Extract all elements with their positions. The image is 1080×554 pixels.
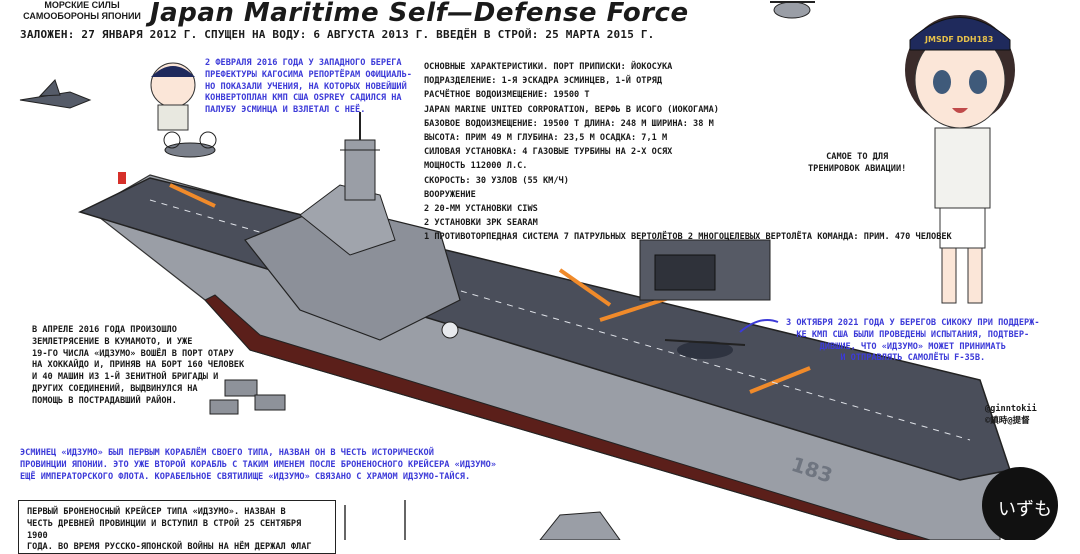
f35-note-line: ДИВШИЕ, ЧТО «ИДЗУМО» МОЖЕТ ПРИНИМАТЬ <box>819 341 1006 352</box>
aviation-note: САМОЕ ТО ДЛЯ ТРЕНИРОВОК АВИАЦИИ! <box>808 152 906 176</box>
osprey-note-line: КОНВЕРТОПЛАН КМП США OSPREY САДИЛСЯ НА <box>205 93 402 104</box>
name-origin-line: ЭСМИНЕЦ «ИДЗУМО» БЫЛ ПЕРВЫМ КОРАБЛЁМ СВО… <box>20 448 434 458</box>
spec-line: БАЗОВОЕ ВОДОИЗМЕЩЕНИЕ: 19500 Т ДЛИНА: 24… <box>424 118 714 129</box>
earthquake-note-line: ДРУГИХ СОЕДИНЕНИЙ, ВЫДВИНУЛСЯ НА <box>32 383 198 394</box>
ship-illustration: 183 いずも <box>19 1 1058 540</box>
aviation-note-line: ТРЕНИРОВОК АВИАЦИИ! <box>808 163 907 174</box>
spec-line: РАСЧЁТНОЕ ВОДОИЗМЕЩЕНИЕ: 19500 Т <box>424 90 590 101</box>
uniform <box>934 127 991 209</box>
osprey-note-line: 2 ФЕВРАЛЯ 2016 ГОДА У ЗАПАДНОГО БЕРЕГА <box>205 58 402 68</box>
flag <box>118 172 126 184</box>
small-ship-icon <box>539 511 621 540</box>
cap-text: JMSDF DDH183 <box>924 35 993 44</box>
earthquake-note-line: В АПРЕЛЕ 2016 ГОДА ПРОИЗОШЛО <box>32 325 177 335</box>
credits: @ginntokii ©鎮時@提督 <box>985 404 1037 428</box>
seal-text: いずも <box>998 499 1052 520</box>
osprey-note-line: ПРЕФЕКТУРЫ КАГОСИМА РЕПОРТЁРАМ ОФИЦИАЛЬ- <box>205 69 412 80</box>
spec-line: ПОДРАЗДЕЛЕНИЕ: 1-Я ЭСКАДРА ЭСМИНЦЕВ, 1-Й… <box>424 76 662 87</box>
f35-note-line: И ОТПРАВЛЯТЬ САМОЛЁТЫ F-35B. <box>840 353 986 364</box>
credit-jp: ©鎮時@提督 <box>985 415 1030 426</box>
spec-line: ОСНОВНЫЕ ХАРАКТЕРИСТИКИ. ПОРТ ПРИПИСКИ: … <box>424 62 673 72</box>
helicopter-on-deck <box>664 339 746 359</box>
name-origin-note: ЭСМИНЕЦ «ИДЗУМО» БЫЛ ПЕРВЫМ КОРАБЛЁМ СВО… <box>20 448 496 483</box>
f35-aircraft <box>19 79 92 109</box>
earthquake-note-line: 19-ГО ЧИСЛА «ИДЗУМО» ВОШЁЛ В ПОРТ ОТАРУ <box>32 348 234 359</box>
spec-line: 2 20-ММ УСТАНОВКИ CIWS <box>424 204 538 215</box>
header-subtitle-line1: МОРСКИЕ СИЛЫ <box>44 0 120 10</box>
earthquake-note-line: ПОМОЩЬ В ПОСТРАДАВШИЙ РАЙОН. <box>32 395 177 406</box>
spec-line: СИЛОВАЯ УСТАНОВКА: 4 ГАЗОВЫЕ ТУРБИНЫ НА … <box>424 147 673 158</box>
earthquake-note-line: И 40 МАШИН ИЗ 1-Й ЗЕНИТНОЙ БРИГАДЫ И <box>32 372 219 383</box>
annotation-arrow <box>739 319 779 333</box>
name-origin-line: ЕЩЁ ИМПЕРАТОРСКОГО ФЛОТА. КОРАБЕЛЬНОЕ СВ… <box>20 471 471 482</box>
cruiser-note-line: ЧЕСТЬ ДРЕВНЕЙ ПРОВИНЦИИ И ВСТУПИЛ В СТРО… <box>27 518 302 541</box>
osprey-note: 2 ФЕВРАЛЯ 2016 ГОДА У ЗАПАДНОГО БЕРЕГА П… <box>205 58 412 117</box>
ship-specs: ОСНОВНЫЕ ХАРАКТЕРИСТИКИ. ПОРТ ПРИПИСКИ: … <box>424 60 952 245</box>
spec-line: JAPAN MARINE UNITED CORPORATION, ВЕРФЬ В… <box>424 104 719 115</box>
header-subtitle-line2: САМООБОРОНЫ ЯПОНИИ <box>23 11 141 21</box>
spec-line: ВЫСОТА: ПРИМ 49 М ГЛУБИНА: 23,5 М ОСАДКА… <box>424 133 668 144</box>
f35-note-line: 3 ОКТЯБРЯ 2021 ГОДА У БЕРЕГОВ СИКОКУ ПРИ… <box>786 318 1040 328</box>
credit-handle: @ginntokii <box>985 404 1037 414</box>
spec-line: СКОРОСТЬ: 30 УЗЛОВ (55 КМ/Ч) <box>424 175 569 186</box>
header-subtitle: МОРСКИЕ СИЛЫ САМООБОРОНЫ ЯПОНИИ <box>22 0 142 22</box>
chibi-admiral: JMSDF DDH183 <box>905 15 1015 304</box>
deck-centerline <box>149 199 971 441</box>
earthquake-note-line: НА ХОККАЙДО И, ПРИНЯВ НА БОРТ 160 ЧЕЛОВЕ… <box>32 360 245 371</box>
earthquake-note-line: ЗЕМЛЕТРЯСЕНИЕ В КУМАМОТО, И УЖЕ <box>32 336 193 347</box>
osprey-note-line: ПАЛУБУ ЭСМИНЦА И ВЗЛЕТАЛ С НЕЁ. <box>205 105 366 116</box>
helicopter-top <box>770 1 815 19</box>
f35-note-line: КЕ КМП США БЫЛИ ПРОВЕДЕНЫ ИСПЫТАНИЯ, ПОД… <box>796 329 1030 340</box>
spec-line: ВООРУЖЕНИЕ <box>424 189 476 200</box>
osprey-aircraft <box>163 131 217 158</box>
osprey-note-line: НО ПОКАЗАЛИ УЧЕНИЯ, НА КОТОРЫХ НОВЕЙШИЙ <box>205 81 407 92</box>
page-title: Japan Maritime Self—Defense Force <box>150 0 689 28</box>
izumo-seal <box>982 467 1058 540</box>
military-vehicles <box>209 379 286 415</box>
aviation-note-line: САМОЕ ТО ДЛЯ <box>826 152 889 162</box>
ship-waterline <box>204 294 931 540</box>
cruiser-note: ПЕРВЫЙ БРОНЕНОСНЫЙ КРЕЙСЕР ТИПА «ИДЗУМО»… <box>18 500 336 554</box>
earthquake-note: В АПРЕЛЕ 2016 ГОДА ПРОИЗОШЛО ЗЕМЛЕТРЯСЕН… <box>32 325 244 408</box>
cruiser-note-line: ГОДА. ВО ВРЕМЯ РУССКО-ЯПОНСКОЙ ВОЙНЫ НА … <box>27 542 312 553</box>
spec-line: МОЩНОСТЬ 112000 Л.С. <box>424 161 528 172</box>
f35-note: 3 ОКТЯБРЯ 2021 ГОДА У БЕРЕГОВ СИКОКУ ПРИ… <box>786 318 1040 365</box>
name-origin-line: ПРОВИНЦИИ ЯПОНИИ. ЭТО УЖЕ ВТОРОЙ КОРАБЛЬ… <box>20 459 496 470</box>
chibi-reporter <box>150 62 196 131</box>
cruiser-note-line: ПЕРВЫЙ БРОНЕНОСНЫЙ КРЕЙСЕР ТИПА «ИДЗУМО»… <box>27 507 286 517</box>
spec-line: 1 ПРОТИВОТОРПЕДНАЯ СИСТЕМА 7 ПАТРУЛЬНЫХ … <box>424 232 952 243</box>
cap <box>909 17 1011 51</box>
spec-line: 2 УСТАНОВКИ ЗРК SEARAM <box>424 218 538 229</box>
ship-dates: ЗАЛОЖЕН: 27 ЯНВАРЯ 2012 Г. СПУЩЕН НА ВОД… <box>20 28 655 41</box>
